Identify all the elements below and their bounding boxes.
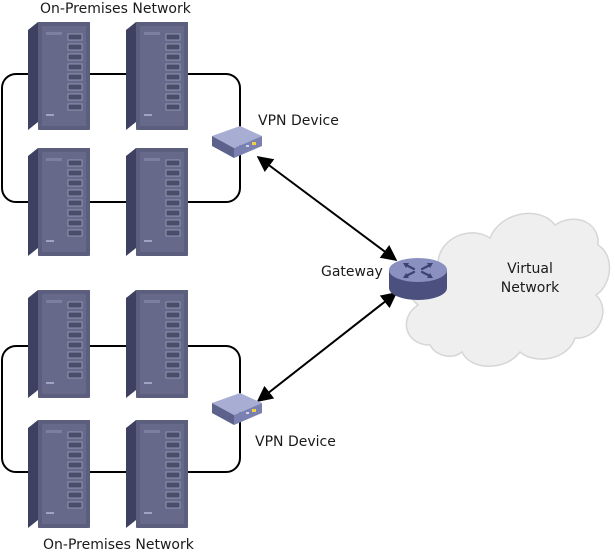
virtual-network-label-line2: Network <box>500 280 560 296</box>
server-top-4 <box>125 147 189 257</box>
virtual-network-label-line1: Virtual <box>507 261 553 277</box>
link-top-vpn-gateway <box>256 156 398 261</box>
server-bottom-1 <box>27 289 91 399</box>
server-top-1 <box>27 21 91 131</box>
vpn-device-label-top: VPN Device <box>258 113 339 129</box>
vpn-device-bottom-icon <box>212 393 262 425</box>
network-label-top: On-Premises Network <box>40 1 191 17</box>
server-top-3 <box>27 147 91 257</box>
link-bottom-vpn-gateway <box>256 292 398 402</box>
server-bottom-4 <box>125 419 189 529</box>
server-top-2 <box>125 21 189 131</box>
gateway-label: Gateway <box>321 264 383 280</box>
network-label-bottom: On-Premises Network <box>43 537 194 553</box>
vpn-device-label-bottom: VPN Device <box>255 434 336 450</box>
server-bottom-2 <box>125 289 189 399</box>
vpn-device-top-icon <box>212 126 262 158</box>
server-bottom-3 <box>27 419 91 529</box>
router-gateway-icon <box>389 258 447 300</box>
